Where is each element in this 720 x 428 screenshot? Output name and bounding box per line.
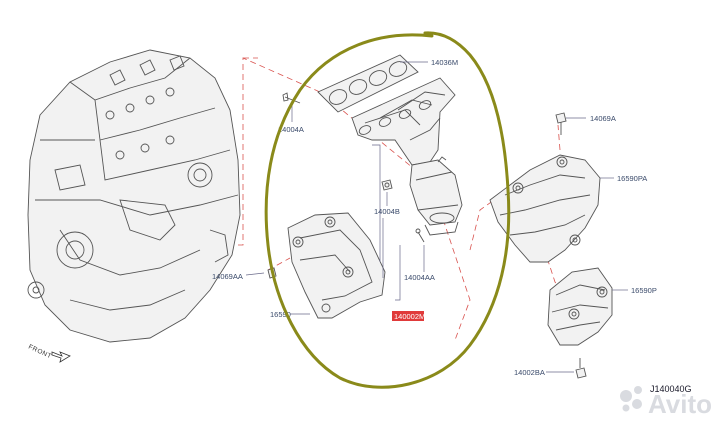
watermark: Avito bbox=[620, 386, 712, 419]
front-indicator: FRONT bbox=[27, 343, 71, 363]
label-bolt-ba: 14002BA bbox=[514, 368, 545, 377]
label-nut-b: 14004B bbox=[374, 207, 400, 216]
bolt-14002ba bbox=[575, 358, 587, 379]
nut-14004b bbox=[381, 179, 393, 191]
highlight-part-number[interactable]: 140002M bbox=[392, 311, 425, 321]
avito-logo-icon bbox=[620, 386, 642, 412]
watermark-text: Avito bbox=[648, 389, 712, 419]
heat-shield-upper bbox=[489, 154, 601, 263]
front-arrow-icon bbox=[51, 351, 71, 363]
heat-shield-16590p bbox=[547, 267, 613, 346]
bolt-14069a bbox=[555, 112, 567, 135]
label-stud-aa: 14004AA bbox=[404, 273, 435, 282]
exhaust-manifold bbox=[351, 77, 463, 236]
engine-block bbox=[27, 49, 241, 343]
highlight-box bbox=[392, 311, 424, 321]
label-stud-a: 14004A bbox=[278, 125, 304, 134]
label-bolt-aa: 14069AA bbox=[212, 272, 243, 281]
heat-shield-lower bbox=[287, 212, 386, 319]
front-label: FRONT bbox=[27, 343, 53, 360]
label-cover-pa: 16590PA bbox=[617, 174, 647, 183]
label-gasket: 14036M bbox=[431, 58, 458, 67]
stud-14004aa bbox=[415, 228, 425, 243]
part-labels: 14036M 14004A 14004B 14004AA 14069AA 165… bbox=[212, 58, 657, 377]
marker-circle bbox=[264, 31, 511, 389]
diagram-code: J140040G bbox=[650, 384, 692, 394]
label-bolt-a: 14069A bbox=[590, 114, 616, 123]
label-manifold: 140002M bbox=[394, 312, 425, 321]
label-cover-p: 16590P bbox=[631, 286, 657, 295]
label-lower-cover: 16590 bbox=[270, 310, 291, 319]
exhaust-gasket bbox=[317, 54, 419, 113]
leader-lines bbox=[245, 61, 628, 373]
